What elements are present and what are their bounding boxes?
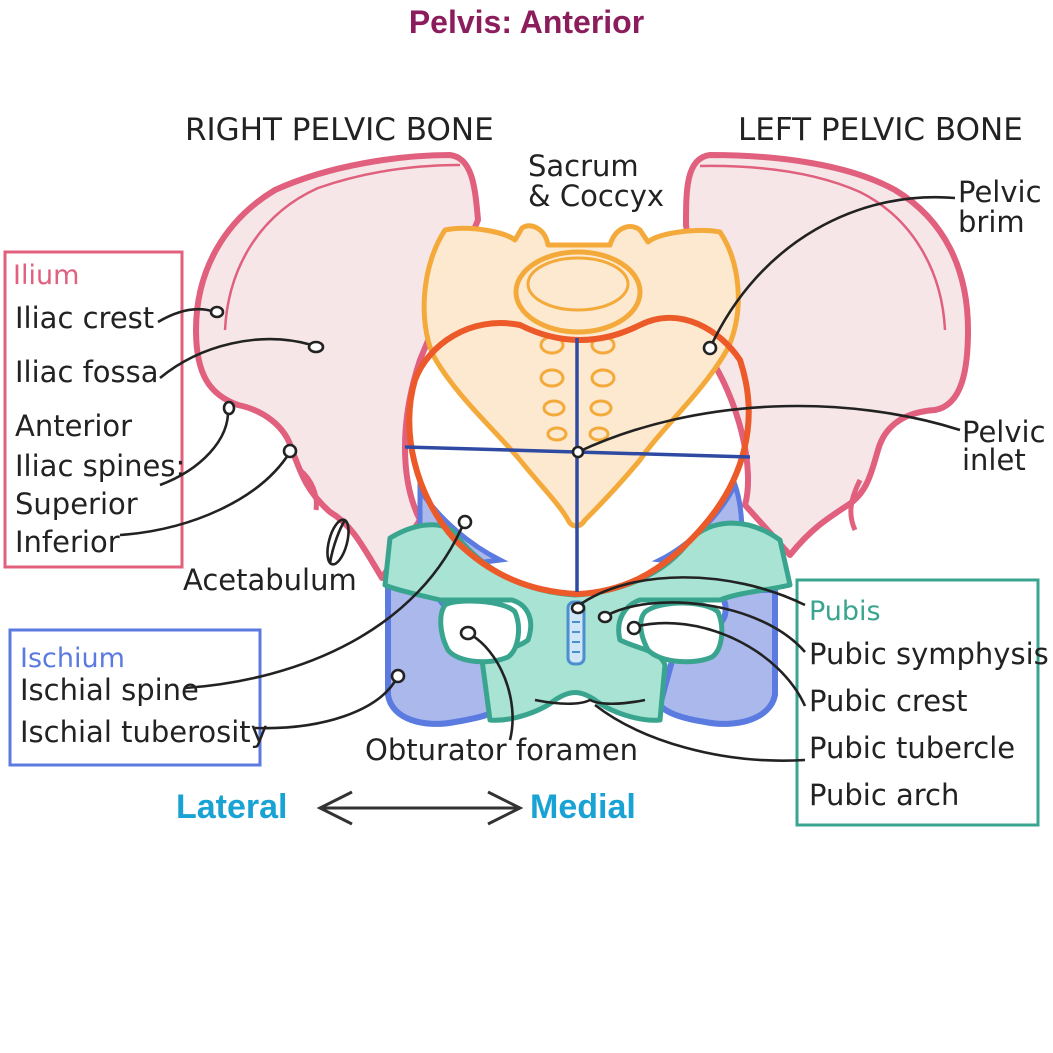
page-title: Pelvis: Anterior (408, 4, 645, 40)
inferior-label: Inferior (15, 525, 120, 559)
sacrum-body (421, 223, 741, 529)
acetabulum-label: Acetabulum (183, 563, 357, 597)
coccyx-label: & Coccyx (528, 179, 664, 213)
pelvic-brim-label-1: Pelvic (958, 175, 1042, 209)
pelvic-brim (406, 314, 752, 598)
right-iliac-wing (193, 152, 481, 581)
leader-lines (119, 195, 961, 762)
leader-acetabulum (328, 519, 347, 564)
ilium-box (3, 250, 184, 569)
sacral-promontory-inner (526, 256, 630, 312)
iliac-spines-label: Iliac spines: (15, 449, 185, 483)
left-iliac-wing (683, 152, 971, 558)
leader-end-loops (209, 305, 718, 684)
pubis-heading: Pubis (809, 596, 881, 627)
ischial-spine-label: Ischial spine (20, 673, 199, 707)
ischium-heading: Ischium (20, 643, 125, 674)
ilium-heading: Ilium (13, 260, 79, 291)
leader-pelvic-brim (708, 195, 956, 349)
iliac-fossa-label: Iliac fossa (15, 355, 159, 389)
right-spine-notch (298, 468, 319, 511)
pubic-symphysis-label: Pubic symphysis (809, 637, 1049, 671)
right-pelvic-bone-label: RIGHT PELVIC BONE (185, 112, 494, 148)
left-iliac-crest-inner (699, 164, 947, 331)
right-iliac-crest-inner (223, 163, 461, 331)
pubis-shapes (382, 520, 793, 723)
leader-pubic-arch (594, 703, 806, 762)
anterior-label: Anterior (15, 409, 132, 443)
leader-inferior-spine (119, 451, 292, 537)
left-pelvic-bone-label: LEFT PELVIC BONE (738, 112, 1023, 148)
leader-obturator (467, 631, 514, 741)
leader-pubic-crest (603, 601, 806, 653)
pubic-crest-label: Pubic crest (809, 684, 968, 718)
lateral-label: Lateral (176, 788, 288, 826)
superior-label: Superior (15, 487, 138, 521)
leader-pelvic-inlet (577, 404, 961, 454)
obturator-foramen-label: Obturator foramen (365, 733, 638, 767)
leader-superior-spine (159, 407, 230, 487)
right-obturator-foramen (438, 598, 521, 665)
medial-label: Medial (530, 788, 636, 826)
double-arrow (316, 790, 524, 826)
leader-ischial-tuberosity (254, 675, 400, 730)
left-spine-notch (848, 478, 863, 532)
pubis-box (795, 578, 1040, 827)
pelvic-inlet-label-1: Pelvic (962, 415, 1046, 449)
sacrum-label: Sacrum (528, 149, 639, 183)
leader-iliac-fossa (159, 337, 313, 380)
ischium-box (8, 628, 262, 767)
leader-ischial-spine (184, 519, 467, 690)
pelvic-inlet-label-2: inlet (962, 443, 1026, 477)
sacrum-shapes (421, 223, 741, 529)
pubic-tubercle-label: Pubic tubercle (809, 731, 1015, 765)
leader-pubic-symphysis (577, 576, 806, 608)
pubic-arch-label: Pubic arch (809, 778, 959, 812)
left-obturator-foramen (638, 600, 725, 665)
iliac-crest-label: Iliac crest (15, 301, 154, 335)
ischial-tuberosity-label: Ischial tuberosity (20, 715, 268, 749)
ilium-shapes (193, 152, 971, 581)
leader-pubic-tubercle (633, 621, 807, 707)
pelvic-brim-label-2: brim (958, 205, 1025, 239)
pubic-arch-curve (534, 698, 646, 706)
